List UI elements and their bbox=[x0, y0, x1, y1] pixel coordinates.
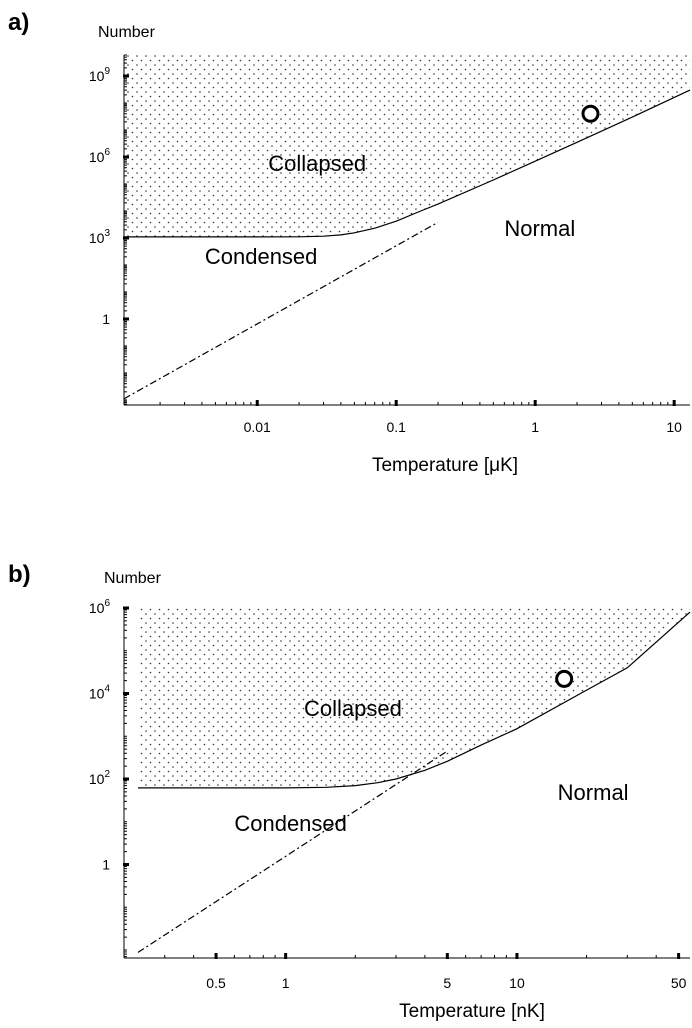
y-tick-label: 103 bbox=[89, 228, 111, 246]
y-tick-label: 109 bbox=[89, 66, 111, 84]
y-tick-base: 10 bbox=[89, 600, 105, 616]
y-tick-base: 1 bbox=[102, 311, 110, 327]
x-tick-label: 1 bbox=[282, 975, 290, 991]
collapsed-region-fill bbox=[138, 608, 690, 788]
panel-label: a) bbox=[8, 9, 29, 36]
y-tick-label: 1 bbox=[102, 311, 110, 327]
region-label-condensed: Condensed bbox=[234, 811, 347, 836]
x-tick-label: 10 bbox=[509, 975, 525, 991]
region-label-collapsed: Collapsed bbox=[304, 696, 402, 721]
x-tick-label: 50 bbox=[671, 975, 687, 991]
x-tick-label: 0.5 bbox=[206, 975, 226, 991]
x-tick-label: 0.01 bbox=[244, 419, 271, 435]
experiment-marker bbox=[555, 669, 574, 688]
y-axis-label: Number bbox=[98, 24, 156, 41]
region-label-condensed: Condensed bbox=[205, 244, 318, 269]
y-tick-exponent: 2 bbox=[104, 769, 110, 780]
x-axis-label: Temperature [μK] bbox=[372, 455, 518, 476]
x-tick-label: 5 bbox=[443, 975, 451, 991]
y-tick-exponent: 9 bbox=[104, 66, 110, 77]
y-tick-exponent: 3 bbox=[104, 228, 110, 239]
y-tick-base: 10 bbox=[89, 686, 105, 702]
y-tick-exponent: 6 bbox=[104, 598, 110, 609]
y-tick-label: 102 bbox=[89, 769, 111, 787]
y-tick-base: 10 bbox=[89, 771, 105, 787]
region-label-collapsed: Collapsed bbox=[268, 151, 366, 176]
x-tick-label: 10 bbox=[666, 419, 682, 435]
region-label-normal: Normal bbox=[558, 780, 629, 805]
y-tick-label: 106 bbox=[89, 598, 111, 616]
y-tick-base: 1 bbox=[102, 857, 110, 873]
panel-label: b) bbox=[8, 561, 31, 588]
collapse-threshold-line bbox=[124, 89, 691, 238]
experiment-marker bbox=[581, 104, 600, 123]
y-axis-label: Number bbox=[104, 570, 162, 587]
y-tick-label: 106 bbox=[89, 147, 111, 165]
condensation-threshold-line bbox=[137, 750, 448, 953]
y-tick-label: 1 bbox=[102, 857, 110, 873]
x-axis-label: Temperature [nK] bbox=[399, 1001, 545, 1022]
collapse-threshold-line bbox=[138, 611, 691, 789]
condensation-threshold-line bbox=[123, 221, 439, 400]
y-tick-label: 104 bbox=[89, 684, 111, 702]
y-tick-base: 10 bbox=[89, 230, 105, 246]
y-tick-base: 10 bbox=[89, 68, 105, 84]
collapsed-region-fill bbox=[124, 55, 690, 237]
region-label-normal: Normal bbox=[504, 216, 575, 241]
x-tick-label: 0.1 bbox=[386, 419, 406, 435]
y-tick-exponent: 6 bbox=[104, 147, 110, 158]
y-tick-exponent: 4 bbox=[104, 684, 110, 695]
x-tick-label: 1 bbox=[531, 419, 539, 435]
y-tick-base: 10 bbox=[89, 149, 105, 165]
